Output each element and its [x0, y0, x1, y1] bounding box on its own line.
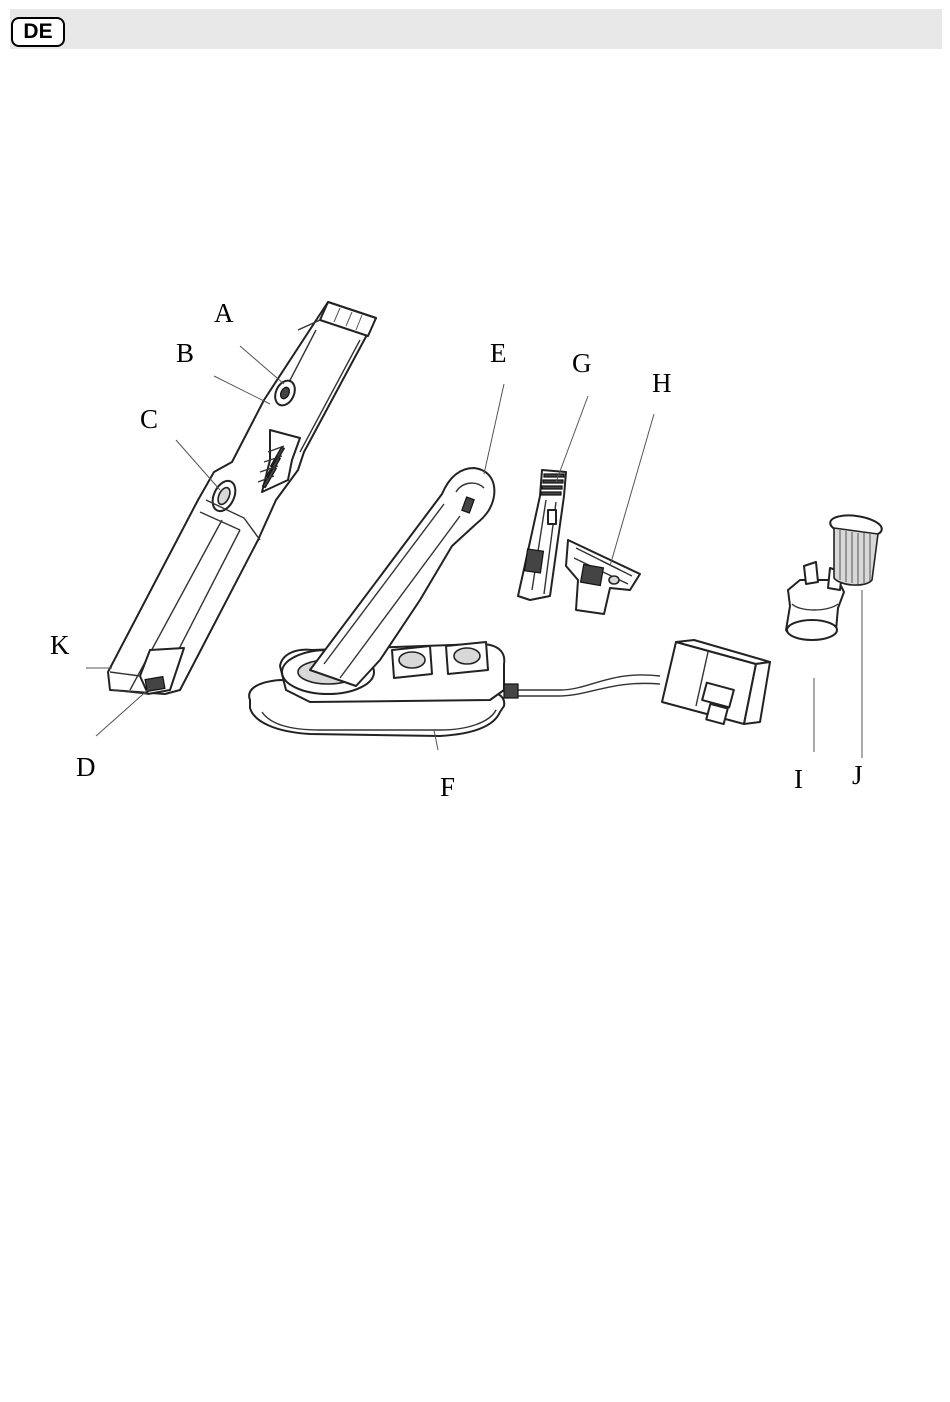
label-h: H	[652, 368, 672, 398]
label-j: J	[852, 760, 863, 790]
label-b: B	[176, 338, 194, 368]
label-c: C	[140, 404, 158, 434]
label-d: D	[76, 752, 96, 782]
label-g: G	[572, 348, 592, 378]
brush-tool-illustration	[566, 540, 640, 614]
label-a: A	[214, 298, 234, 328]
power-adapter-illustration	[662, 640, 770, 724]
label-k: K	[50, 630, 70, 660]
crevice-tool-illustration	[518, 470, 566, 600]
label-e: E	[490, 338, 507, 368]
label-f: F	[440, 772, 455, 802]
hepa-filter-illustration	[829, 512, 883, 585]
label-i: I	[794, 764, 803, 794]
